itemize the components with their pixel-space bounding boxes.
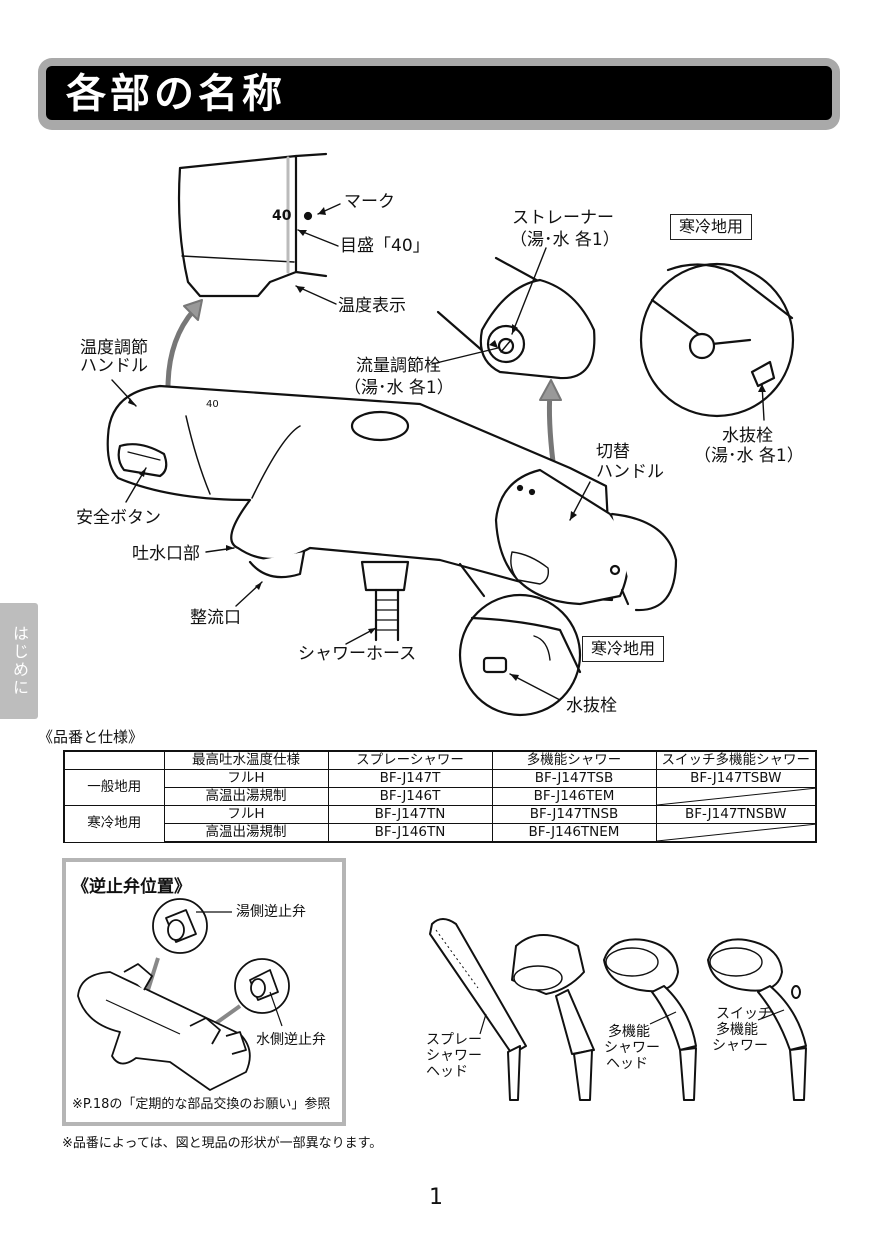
spec-cell: BF-J146T bbox=[327, 787, 493, 806]
label-switch-handle: 切替 bbox=[596, 442, 630, 462]
spec-cell: BF-J146TNEM bbox=[491, 823, 657, 843]
label-drain-plug: 水抜栓 bbox=[566, 696, 617, 716]
spec-cell-not-available bbox=[655, 787, 817, 806]
label-multi-head-3: ヘッド bbox=[606, 1056, 648, 1072]
diagonal-strike bbox=[656, 788, 817, 805]
spec-cell: BF-J147TSB bbox=[491, 769, 657, 788]
spec-cell: BF-J147TN bbox=[327, 805, 493, 824]
label-aerator: 整流口 bbox=[190, 608, 241, 628]
label-temp-display: 温度表示 bbox=[338, 296, 406, 316]
label-switch-head-3: シャワー bbox=[712, 1038, 768, 1054]
label-multi-head-2: シャワー bbox=[604, 1040, 660, 1056]
side-tab-label: はじめに bbox=[10, 625, 29, 697]
title-bar bbox=[46, 66, 832, 120]
label-spray-head-1: スプレー bbox=[426, 1032, 482, 1048]
spec-cell: フルH bbox=[163, 805, 329, 824]
side-tab: はじめに bbox=[0, 603, 38, 719]
label-multi-head-1: 多機能 bbox=[608, 1024, 650, 1040]
label-mark: マーク bbox=[344, 192, 395, 212]
table-row: 寒冷地用 フルH BF-J147TN BF-J147TNSB BF-J147TN… bbox=[63, 805, 817, 843]
label-cold-check-valve: 水側逆止弁 bbox=[256, 1032, 326, 1048]
table-row: 高温出湯規制 BF-J146TN BF-J146TNEM bbox=[64, 823, 817, 843]
label-hot-check-valve: 湯側逆止弁 bbox=[236, 904, 306, 920]
spec-cell-not-available bbox=[655, 823, 817, 843]
check-valve-panel bbox=[62, 858, 346, 1126]
label-switch-handle-2: ハンドル bbox=[596, 462, 664, 482]
label-spray-head-3: ヘッド bbox=[426, 1064, 468, 1080]
label-temp-handle-2: ハンドル bbox=[80, 356, 148, 376]
spec-cell: BF-J147TSBW bbox=[655, 769, 817, 788]
spec-group-label: 寒冷地用 bbox=[63, 805, 165, 843]
label-switch-head-2: 多機能 bbox=[716, 1022, 758, 1038]
label-strainer: ストレーナー bbox=[512, 208, 614, 228]
label-flow-valve: 流量調節栓 bbox=[356, 356, 441, 376]
table-row: 高温出湯規制 BF-J146T BF-J146TEM bbox=[64, 787, 817, 806]
label-shower-hose: シャワーホース bbox=[298, 644, 417, 664]
label-strainer-qty: （湯･水 各1） bbox=[510, 230, 620, 250]
label-temp-handle: 温度調節 bbox=[80, 338, 148, 358]
check-valve-note: ※P.18の「定期的な部品交換のお願い」参照 bbox=[72, 1097, 331, 1112]
label-drain-plug-top: 水抜栓 bbox=[722, 426, 773, 446]
page-number: 1 bbox=[429, 1185, 443, 1210]
label-safety-button: 安全ボタン bbox=[76, 508, 161, 528]
spec-header-cell bbox=[63, 750, 165, 770]
label-scale-40: 目盛「40」 bbox=[340, 236, 430, 256]
page-title: 各部の名称 bbox=[66, 71, 286, 117]
label-spout: 吐水口部 bbox=[132, 544, 200, 564]
spec-cell: BF-J147T bbox=[327, 769, 493, 788]
badge-cold-area-top: 寒冷地用 bbox=[670, 214, 753, 240]
diagonal-strike bbox=[656, 824, 817, 841]
spec-header-cell: スプレーシャワー bbox=[327, 750, 493, 770]
label-spray-head-2: シャワー bbox=[426, 1048, 482, 1064]
label-drain-plug-qty: （湯･水 各1） bbox=[694, 446, 804, 466]
spec-header-cell: スイッチ多機能シャワー bbox=[655, 750, 817, 770]
spec-table: 最高吐水温度仕様 スプレーシャワー 多機能シャワー スイッチ多機能シャワー 一般… bbox=[63, 750, 817, 843]
spec-group-label: 一般地用 bbox=[63, 769, 165, 806]
spec-cell: BF-J146TEM bbox=[491, 787, 657, 806]
label-switch-head-1: スイッチ bbox=[716, 1006, 772, 1022]
spec-cell: 高温出湯規制 bbox=[163, 787, 329, 806]
badge-cold-area-bottom: 寒冷地用 bbox=[582, 636, 665, 662]
spec-header-cell: 多機能シャワー bbox=[491, 750, 657, 770]
spec-cell: フルH bbox=[163, 769, 329, 788]
spec-cell: 高温出湯規制 bbox=[163, 823, 329, 843]
handle-scale-number: 40 bbox=[206, 399, 219, 410]
label-flow-valve-qty: （湯･水 各1） bbox=[344, 378, 454, 398]
table-row: 一般地用 フルH BF-J147T BF-J147TSB BF-J147TSBW bbox=[63, 769, 817, 806]
spec-cell: BF-J146TN bbox=[327, 823, 493, 843]
spec-heading: 《品番と仕様》 bbox=[38, 728, 144, 746]
spec-cell: BF-J147TNSB bbox=[491, 805, 657, 824]
scale-number: 40 bbox=[272, 208, 292, 224]
spec-header-cell: 最高吐水温度仕様 bbox=[163, 750, 329, 770]
spec-cell: BF-J147TNSBW bbox=[655, 805, 817, 824]
check-valve-title: 《逆止弁位置》 bbox=[72, 877, 191, 897]
footnote: ※品番によっては、図と現品の形状が一部異なります。 bbox=[62, 1136, 383, 1151]
spec-header-row: 最高吐水温度仕様 スプレーシャワー 多機能シャワー スイッチ多機能シャワー bbox=[63, 750, 817, 770]
